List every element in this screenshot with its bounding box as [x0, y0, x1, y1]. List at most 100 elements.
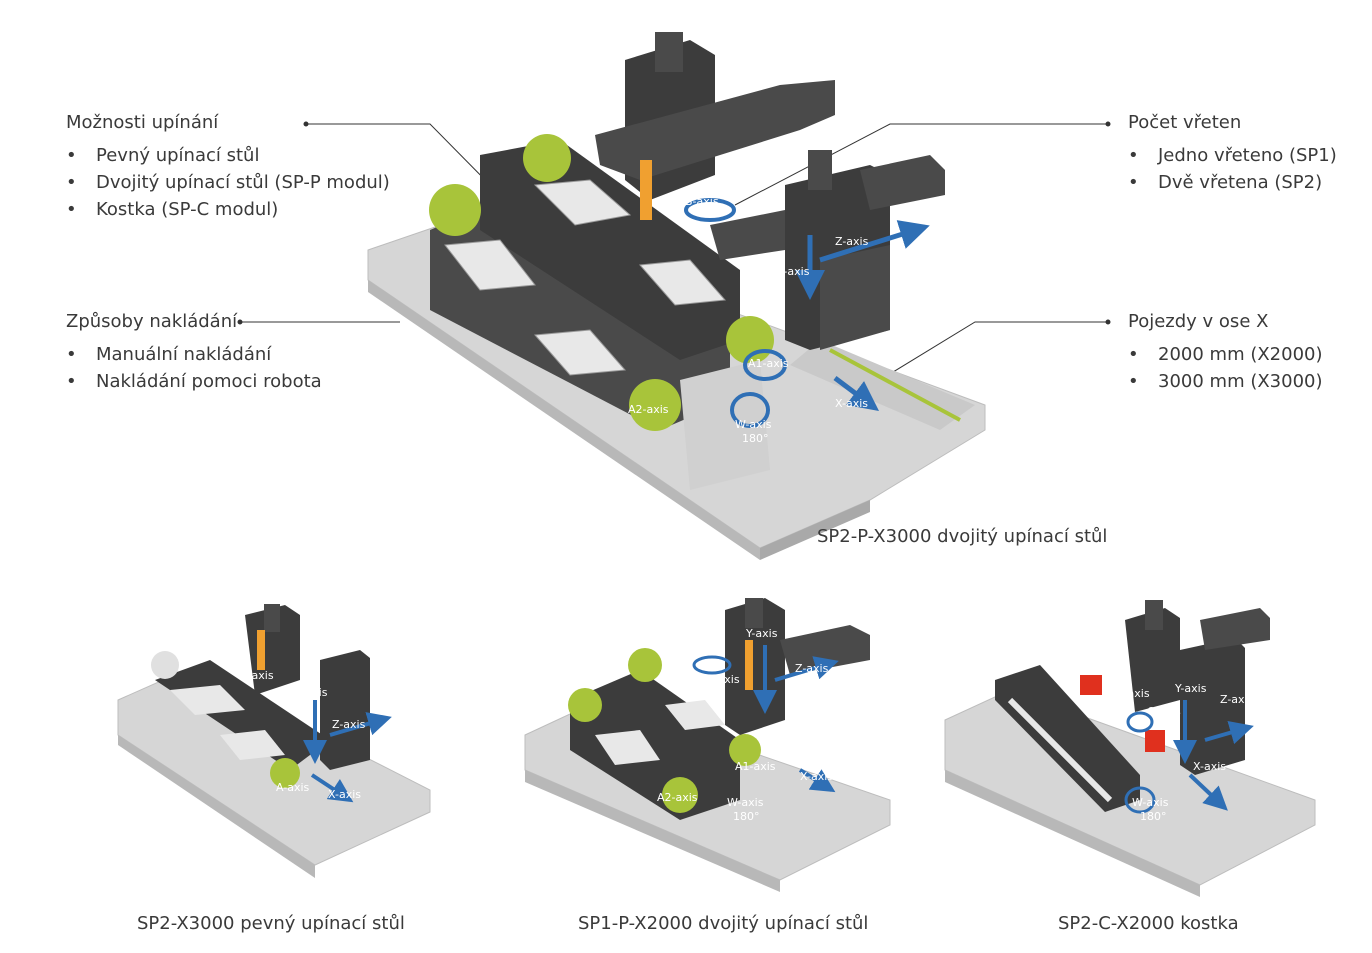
a1-axis-label: A1-axis: [735, 760, 776, 773]
c-axis-ring: [1126, 711, 1154, 733]
x-rail: [829, 348, 961, 422]
list-item: Jedno vřeteno (SP1): [1128, 145, 1337, 167]
workpiece: [665, 700, 725, 730]
motor: [523, 134, 571, 182]
spindle-column: [1125, 608, 1180, 712]
b-axis-label: B-axis: [706, 673, 740, 686]
base-side: [118, 735, 315, 878]
b-axis-label: B-axis: [240, 669, 274, 682]
z-axis-arrow: [1204, 721, 1254, 745]
leader-dot: [1105, 319, 1111, 325]
x-axis-arrow: [1188, 773, 1228, 811]
spindle-arm: [780, 625, 870, 675]
a1-axis-ring: [743, 349, 787, 381]
spindle-nose: [710, 210, 785, 260]
workpieces: [444, 179, 727, 376]
a-axis-label: A-axis: [276, 781, 310, 794]
feature-x-travel-list: 2000 mm (X2000) 3000 mm (X3000): [1128, 344, 1323, 393]
z-axis-arrow: [329, 712, 392, 737]
workpiece: [595, 730, 660, 765]
leader-dot: [303, 121, 309, 127]
spindle-column-top: [745, 598, 763, 628]
w-axis-degrees: 180°: [1140, 810, 1167, 823]
workpiece: [638, 259, 727, 306]
spindle-head: [320, 650, 370, 770]
tailstock: [151, 651, 179, 679]
feature-loading: Způsoby nakládání Manuální nakládání Nak…: [66, 311, 322, 398]
spindle-arm-right: [860, 155, 945, 210]
machine-double: Y-axis B-axis Z-axis A1-axis A2-axis X-a…: [524, 598, 891, 892]
b-axis-ring: [692, 655, 732, 675]
a1-axis-label: A1-axis: [748, 357, 789, 370]
w-axis-degrees: 180°: [742, 432, 769, 445]
workpiece: [170, 685, 245, 715]
z-axis-label: Z-axis: [795, 662, 829, 675]
orange-rail: [257, 630, 265, 670]
motor: [729, 734, 761, 766]
spindle-head: [1180, 638, 1245, 775]
b-axis-ring: [684, 198, 736, 222]
w-axis-degrees: 180°: [733, 810, 760, 823]
spindle-arm-upper: [595, 80, 835, 180]
orange-rail: [745, 640, 753, 690]
workpiece: [444, 239, 536, 291]
x-axis-label: X-axis: [328, 788, 361, 801]
list-item: Manuální nakládání: [66, 344, 322, 366]
w-axis-ring: [1124, 786, 1156, 814]
w-axis-label: W-axis: [735, 418, 772, 431]
workpiece: [533, 329, 627, 376]
list-item: Dvojitý upínací stůl (SP-P modul): [66, 172, 390, 194]
machine-cube: B-axis Y-axis Z-axis C-axis X-axis W-axi…: [944, 600, 1316, 897]
b-axis-label: B-axis: [685, 195, 719, 208]
list-item: 3000 mm (X3000): [1128, 371, 1323, 393]
c-axis-label: C-axis: [1147, 705, 1181, 718]
list-item: Dvě vřetena (SP2): [1128, 172, 1337, 194]
spindle-arm: [1200, 608, 1270, 650]
x-axis-arrow: [798, 768, 836, 793]
x-axis-arrow: [310, 773, 354, 803]
z-axis-label: Z-axis: [835, 235, 869, 248]
list-item: 2000 mm (X2000): [1128, 344, 1323, 366]
a2-axis-label: A2-axis: [628, 403, 669, 416]
y-axis-label: Y-axis: [1174, 682, 1207, 695]
motor: [628, 648, 662, 682]
w-axis-label: W-axis: [727, 796, 764, 809]
feature-spindles-title: Počet vřeten: [1128, 112, 1242, 133]
workpiece: [533, 179, 632, 226]
feature-x-travel-title: Pojezdy v ose X: [1128, 311, 1269, 332]
cube-workpiece: [1007, 697, 1113, 803]
motor: [429, 184, 481, 236]
base-front: [760, 500, 870, 560]
y-axis-label: Y-axis: [295, 686, 328, 699]
spindle-column: [245, 605, 300, 695]
cube-fixture: [995, 665, 1140, 812]
list-item: Nakládání pomoci robota: [66, 371, 322, 393]
x-rail-bed: [790, 340, 975, 430]
leader-dot: [237, 319, 243, 325]
list-item: Kostka (SP-C modul): [66, 199, 390, 221]
motor: [568, 688, 602, 722]
clamp-block: [1145, 730, 1165, 752]
leader-dot: [1105, 121, 1111, 127]
caption-main-machine: SP2-P-X3000 dvojitý upínací stůl: [817, 526, 1108, 547]
w-axis-label: W-axis: [1132, 796, 1169, 809]
base-side: [525, 770, 780, 892]
caption-cube: SP2-C-X2000 kostka: [1058, 913, 1239, 934]
spindle-head-lower: [820, 245, 890, 350]
base-side: [945, 770, 1200, 897]
spindle-head-top: [808, 150, 832, 190]
x-axis-arrow: [833, 376, 879, 411]
feature-clamping: Možnosti upínání Pevný upínací stůl Dvoj…: [66, 112, 390, 226]
leader-line-x-travel: [879, 321, 1108, 381]
feature-clamping-title: Možnosti upínání: [66, 112, 219, 133]
machine-main: B-axis Z-axis Y-axis A1-axis A2-axis X-a…: [367, 32, 986, 560]
spindle-column-top: [1145, 600, 1163, 630]
x-axis-label: X-axis: [1193, 760, 1226, 773]
rotary-table: [570, 670, 740, 820]
caption-double-table: SP1-P-X2000 dvojitý upínací stůl: [578, 913, 869, 934]
a2-axis-label: A2-axis: [657, 791, 698, 804]
machine-fixed: B-axis Y-axis Z-axis A-axis X-axis: [117, 604, 431, 878]
motors: [568, 648, 761, 813]
y-axis-label: Y-axis: [777, 265, 810, 278]
